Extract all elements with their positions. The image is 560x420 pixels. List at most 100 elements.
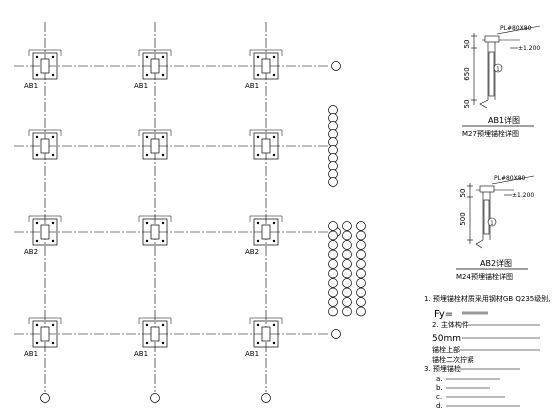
general-notes: 1. 预埋锚栓材质采用钢材GB Q235级别, Fy= 2. 主体构件 50mm… (424, 294, 550, 410)
anchor-bolt-dot (145, 55, 149, 59)
base-label: AB2 (24, 248, 38, 256)
axis-bubble (356, 230, 366, 241)
axis-bubble (356, 278, 366, 288)
anchor-bolt-dot (35, 239, 39, 243)
note-line-2: Fy= (434, 309, 453, 320)
anchor-bolt-dot (256, 239, 260, 243)
anchor-bolt-dot (35, 153, 39, 157)
ab2-plate-note: PL#80X80 (494, 175, 526, 182)
ab1-detail: 50 650 50 PL#80X80 ±1.200 1 AB1详图 M27预埋锚… (462, 25, 540, 138)
axis-bubble (328, 259, 338, 269)
note-item-a: a. (436, 375, 443, 383)
axis-bubble (40, 393, 50, 403)
axis-bubble (328, 230, 338, 241)
anchor-bolt-dot (256, 323, 260, 327)
axis-bubble (342, 240, 352, 250)
anchor-bolt-dot (51, 341, 55, 345)
axis-bubble (261, 393, 271, 403)
anchor-bolt-dot (145, 135, 149, 139)
anchor-bolt-dot (161, 239, 165, 243)
anchor-bolt-dot (272, 341, 276, 345)
anchor-bolt-dot (35, 135, 39, 139)
anchor-bolt-dot (256, 135, 260, 139)
ab2-ref-bubble (487, 217, 497, 227)
ab1-subtitle: M27预埋锚栓详图 (462, 129, 519, 138)
anchor-bolt-dot (161, 221, 165, 225)
anchor-bolt-dot (161, 135, 165, 139)
axis-bubble (331, 329, 341, 339)
note-line-5: 锚栓上部 (432, 345, 460, 354)
anchor-bolt-dot (35, 221, 39, 225)
axis-bubble (328, 137, 338, 147)
note-item-d: d. (436, 402, 443, 410)
axis-bubble (328, 297, 338, 307)
column-base (249, 129, 283, 160)
column-base: AB1 (245, 49, 283, 90)
ab2-ref-number: 1 (490, 221, 493, 227)
anchor-bolt-dot (161, 73, 165, 77)
column-base: AB1 (245, 317, 283, 358)
axis-bubble (356, 268, 366, 279)
note-line-4: 50mm (432, 334, 461, 344)
axis-bubble (328, 278, 338, 288)
ab1-plate-note: PL#80X80 (500, 25, 532, 32)
anchor-bolt-dot (161, 153, 165, 157)
axis-bubble (342, 268, 352, 279)
base-label: AB1 (24, 82, 38, 90)
anchor-bolt-dot (256, 55, 260, 59)
anchor-bolt-dot (51, 221, 55, 225)
anchor-bolt-dot (35, 55, 39, 59)
anchor-bolt-dot (145, 239, 149, 243)
base-label: AB2 (245, 248, 259, 256)
note-line-3: 2. 主体构件 (432, 320, 469, 329)
note-line-1: 1. 预埋锚栓材质采用钢材GB Q235级别, (424, 294, 550, 303)
anchor-bolt-dot (256, 153, 260, 157)
axis-bubble (328, 121, 338, 131)
column-base: AB1 (24, 49, 62, 90)
axis-bubble (342, 230, 352, 241)
anchor-bolt-dot (51, 73, 55, 77)
anchor-bolt-dot (51, 323, 55, 327)
axis-bubble (328, 249, 338, 260)
plan-grid (14, 22, 330, 392)
ab2-detail: 50 500 PL#80X80 ±1.200 1 AB2详图 M24预埋锚栓详图 (456, 175, 534, 281)
axis-bubble (356, 259, 366, 269)
ab1-title: AB1详图 (488, 115, 520, 125)
anchor-bolt-dot (51, 135, 55, 139)
axis-bubble (342, 297, 352, 307)
anchor-bolt-dot (145, 323, 149, 327)
base-label: AB1 (134, 350, 148, 358)
note-line-7: 3. 预埋锚栓 (424, 364, 461, 373)
axis-bubble (150, 393, 160, 403)
axis-bubble (328, 268, 338, 279)
axis-bubble (342, 278, 352, 288)
anchor-bolt-dot (272, 221, 276, 225)
column-base: AB2 (245, 215, 283, 256)
axis-bubble (342, 287, 352, 298)
ab1-ref-number: 1 (496, 67, 499, 73)
anchor-bolt-dot (51, 153, 55, 157)
anchor-bolt-dot (35, 73, 39, 77)
axis-bubble (328, 240, 338, 250)
column-base: AB1 (24, 317, 62, 358)
base-label: AB1 (24, 350, 38, 358)
axis-bubble (328, 145, 338, 155)
ab2-title: AB2详图 (480, 258, 512, 268)
axis-bubble (328, 129, 338, 139)
axis-bubble (356, 297, 366, 307)
anchor-bolt-dot (161, 341, 165, 345)
ab2-elevation: ±1.200 (512, 192, 534, 199)
anchor-bolt-dot (272, 153, 276, 157)
axis-bubble (356, 249, 366, 260)
anchor-bolt-dot (256, 73, 260, 77)
ab2-subtitle: M24预埋锚栓详图 (456, 272, 513, 281)
ab1-elevation: ±1.200 (518, 45, 540, 52)
note-line-6: 锚栓二次拧紧 (432, 355, 474, 364)
axis-bubble (328, 306, 338, 317)
axis-bubble (328, 161, 338, 171)
axis-bubble (356, 240, 366, 250)
axis-bubble (342, 221, 352, 231)
column-base (138, 215, 172, 246)
